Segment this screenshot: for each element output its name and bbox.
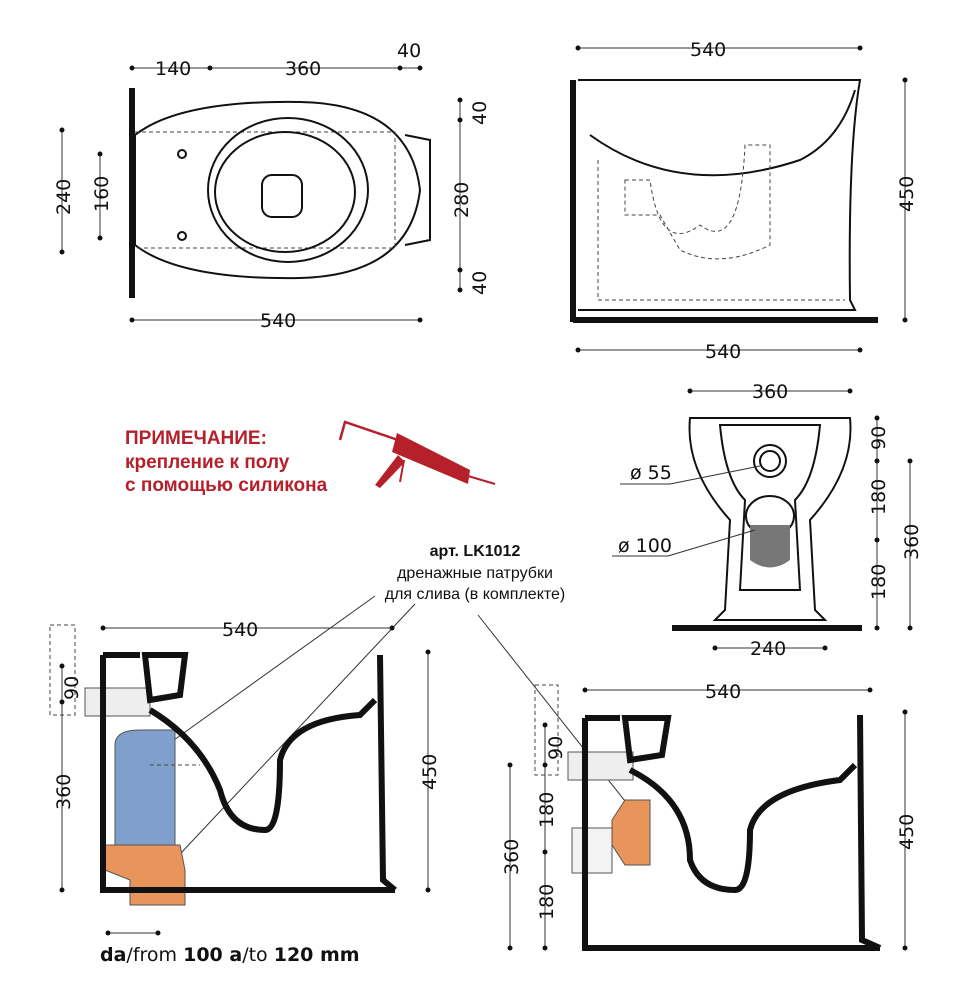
dim-540-bottom: 540	[705, 341, 741, 363]
front-dim-360: 360	[752, 381, 788, 403]
silicone-note: ПРИМЕЧАНИЕ: крепление к полу с помощью с…	[125, 420, 496, 496]
dim-240: 240	[53, 179, 75, 215]
diameter-100: ø 100	[618, 535, 672, 557]
left-dim-450: 450	[419, 754, 441, 790]
right-dim-90: 90	[545, 736, 567, 760]
dim-540-top: 540	[690, 39, 726, 61]
side-view: 540 540 450	[570, 39, 918, 363]
range-120: 120 mm	[274, 944, 360, 966]
left-dim-90: 90	[61, 676, 83, 700]
dim-40-bottom: 40	[469, 271, 491, 295]
front-dim-240: 240	[750, 638, 786, 660]
left-dim-540: 540	[222, 619, 258, 641]
dim-450: 450	[896, 176, 918, 212]
right-dim-360: 360	[501, 839, 523, 875]
accessory-label: арт. LK1012 дренажные патрубки для слива…	[159, 543, 641, 871]
range-from: /from	[126, 944, 183, 966]
dim-160: 160	[91, 176, 113, 212]
front-dim-180b: 180	[868, 564, 890, 600]
right-dim-180a: 180	[536, 792, 558, 828]
note-title: ПРИМЕЧАНИЕ:	[125, 428, 267, 449]
front-dim-90: 90	[868, 426, 890, 450]
left-dim-360: 360	[53, 774, 75, 810]
dim-40: 40	[397, 40, 421, 62]
dim-540: 540	[260, 310, 296, 332]
front-view: 360 90 180 180 360 240 ø 55 ø 100	[612, 381, 923, 660]
right-dim-180b: 180	[536, 884, 558, 920]
section-right: 540 90 180 180 360 450	[501, 681, 918, 951]
dim-360: 360	[285, 58, 321, 80]
accessory-line1: дренажные патрубки	[397, 565, 553, 582]
right-dim-450: 450	[896, 814, 918, 850]
note-line2: с помощью силикона	[125, 475, 328, 496]
front-dim-360-right: 360	[901, 524, 923, 560]
note-line1: крепление к полу	[125, 452, 290, 473]
dim-40-top: 40	[469, 101, 491, 125]
accessory-line2: для слива (в комплекте)	[385, 586, 566, 603]
range-da: da	[100, 944, 126, 966]
dim-140: 140	[155, 58, 191, 80]
dim-280: 280	[451, 182, 473, 218]
range-to: /to	[242, 944, 274, 966]
right-dim-540: 540	[705, 681, 741, 703]
silicone-gun-icon	[338, 420, 496, 488]
diameter-55: ø 55	[630, 462, 672, 484]
section-left: 540 90 360 450 da/from 100 a/to 120 mm	[49, 619, 441, 966]
front-dim-180a: 180	[868, 479, 890, 515]
top-view: 140 360 40 540 240 160 40 280 40	[53, 40, 491, 332]
article-number: арт. LK1012	[430, 543, 521, 560]
outlet-height-range: da/from 100 a/to 120 mm	[100, 944, 360, 966]
range-100: 100 a	[183, 944, 242, 966]
